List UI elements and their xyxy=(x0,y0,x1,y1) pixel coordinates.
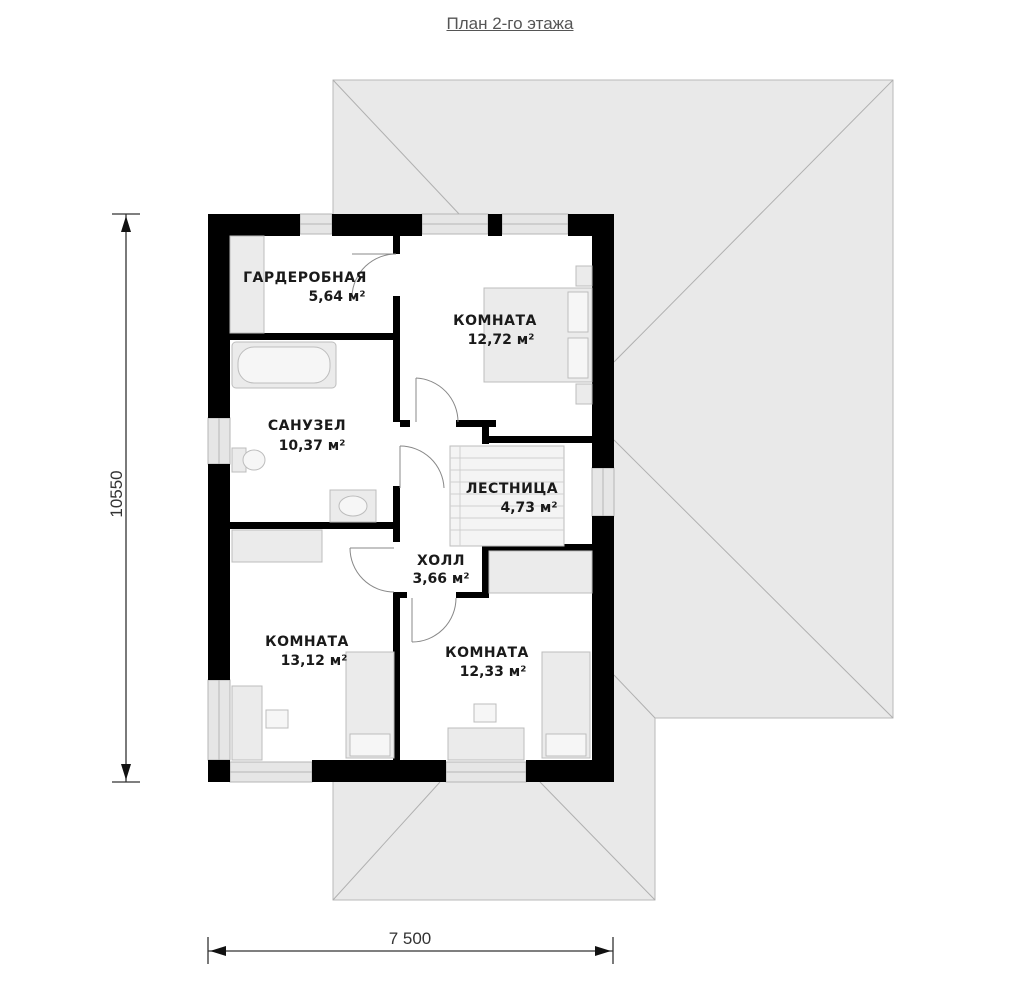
furniture xyxy=(229,235,593,761)
dimension-height-label: 10550 xyxy=(107,470,126,517)
room-area: 10,37 м² xyxy=(279,438,346,454)
room-bathroom: САНУЗЕЛ 10,37 м² xyxy=(268,418,346,454)
exterior-walls xyxy=(208,214,614,782)
room-name: ГАРДЕРОБНАЯ xyxy=(243,270,367,286)
room-name: КОМНАТА xyxy=(453,313,537,329)
plan-title: План 2-го этажа xyxy=(446,14,574,33)
room-name: ХОЛЛ xyxy=(417,553,465,569)
room-stairs: ЛЕСТНИЦА 4,73 м² xyxy=(466,481,558,516)
room-area: 13,12 м² xyxy=(281,653,348,669)
dimension-width-label: 7 500 xyxy=(389,929,432,948)
room-bedroom-1: КОМНАТА 12,72 м² xyxy=(453,313,537,348)
room-name: ЛЕСТНИЦА xyxy=(466,481,558,497)
room-name: САНУЗЕЛ xyxy=(268,418,346,434)
room-hall: ХОЛЛ 3,66 м² xyxy=(413,553,470,587)
room-wardrobe: ГАРДЕРОБНАЯ 5,64 м² xyxy=(243,270,367,305)
room-area: 4,73 м² xyxy=(501,500,558,516)
room-name: КОМНАТА xyxy=(445,645,529,661)
room-area: 12,72 м² xyxy=(468,332,535,348)
doors xyxy=(349,253,459,643)
stair-lines xyxy=(450,446,564,546)
room-area: 12,33 м² xyxy=(460,664,527,680)
interior-walls xyxy=(230,236,592,760)
room-area: 3,66 м² xyxy=(413,571,470,587)
room-name: КОМНАТА xyxy=(265,634,349,650)
room-bedroom-2: КОМНАТА 13,12 м² xyxy=(265,634,349,669)
dimension-height xyxy=(112,213,140,783)
room-bedroom-3: КОМНАТА 12,33 м² xyxy=(445,645,529,680)
room-area: 5,64 м² xyxy=(309,289,366,305)
dimension-width xyxy=(207,937,614,964)
